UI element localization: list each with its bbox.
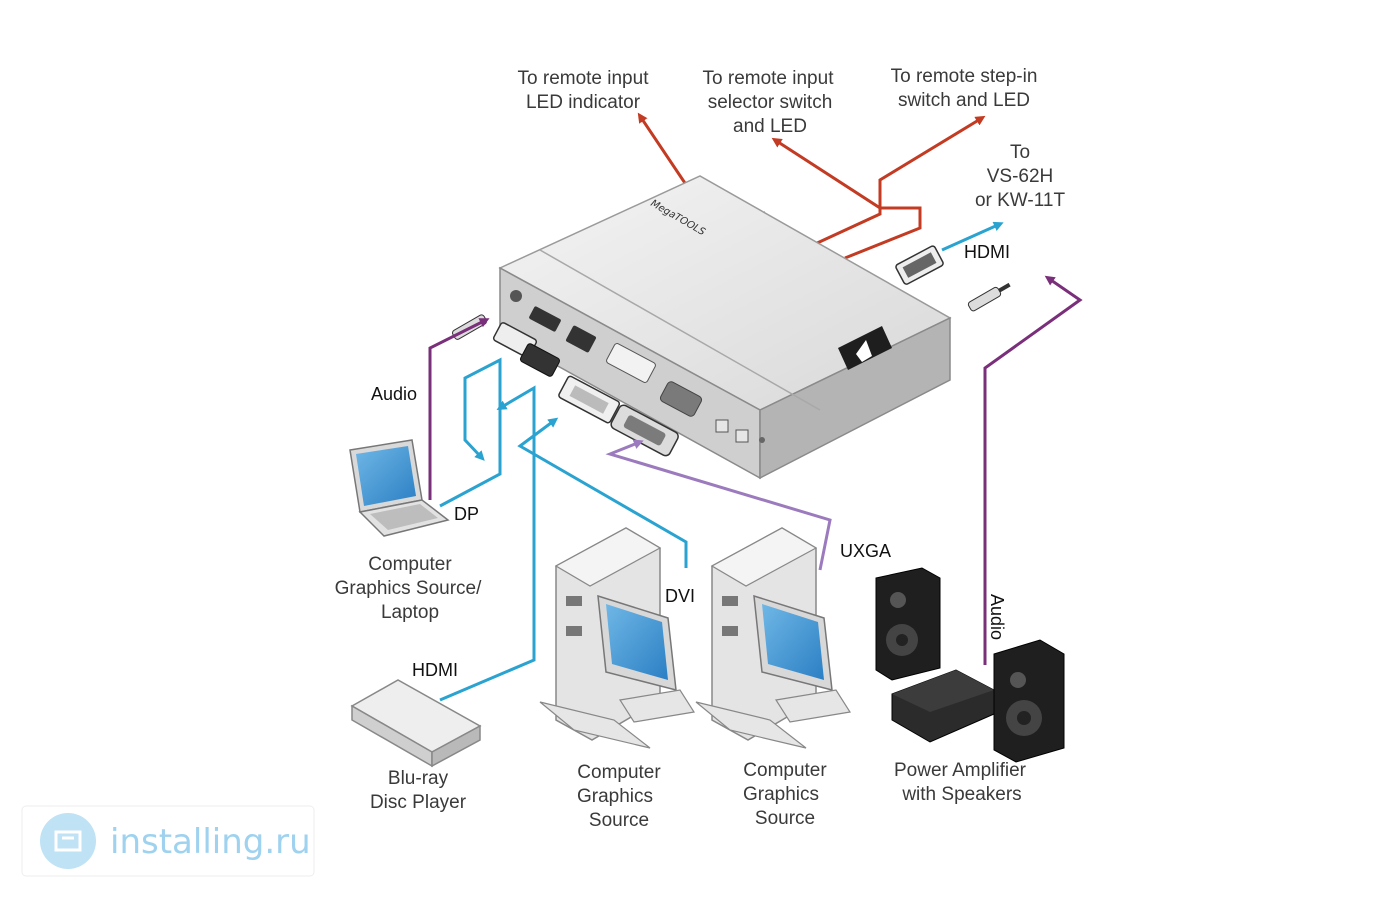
dvi-input xyxy=(517,375,688,568)
hdmi-input xyxy=(439,343,561,702)
vga-input xyxy=(605,404,832,571)
button-2 xyxy=(735,429,749,443)
computer-1-icon xyxy=(539,527,695,749)
label-remote-stepin: To remote step-in switch and LED xyxy=(891,66,1038,111)
label-bluray: Blu-ray Disc Player xyxy=(370,768,467,813)
watermark: installing.ru xyxy=(21,805,315,877)
label-hdmi-in: HDMI xyxy=(412,660,458,680)
hdmi-in-plug-icon xyxy=(519,343,561,377)
svg-text:Blu-ray: Blu-ray xyxy=(388,768,449,789)
computer-2-icon xyxy=(695,527,851,749)
line-dvi xyxy=(517,417,688,568)
label-audio-in: Audio xyxy=(371,384,417,404)
vga-port xyxy=(659,381,703,417)
svg-text:Computer: Computer xyxy=(368,554,452,575)
svg-text:VS-62H: VS-62H xyxy=(987,166,1054,187)
svg-text:Source: Source xyxy=(589,810,649,831)
label-pc2: Computer Graphics Source xyxy=(743,760,827,829)
label-laptop: Computer Graphics Source/ Laptop xyxy=(335,554,483,623)
amplifier-speakers-icon xyxy=(875,567,1065,763)
svg-text:switch and LED: switch and LED xyxy=(898,90,1030,111)
svg-text:Power Amplifier: Power Amplifier xyxy=(894,760,1027,781)
label-audio-out: Audio xyxy=(987,594,1007,640)
kramer-logo-icon xyxy=(838,326,892,370)
dvi-plug-icon xyxy=(558,375,621,424)
svg-text:To: To xyxy=(1010,142,1030,163)
svg-text:Source: Source xyxy=(755,808,815,829)
label-pc1: Computer Graphics Source xyxy=(577,762,661,831)
scaler-device: MegaTOOLS xyxy=(498,175,952,480)
svg-text:Computer: Computer xyxy=(577,762,661,783)
svg-text:Graphics Source/: Graphics Source/ xyxy=(335,578,483,599)
svg-text:or KW-11T: or KW-11T xyxy=(975,190,1065,211)
laptop-icon xyxy=(349,439,450,537)
line-hdmi-in xyxy=(439,385,536,702)
svg-text:Laptop: Laptop xyxy=(381,602,439,623)
svg-text:To remote step-in: To remote step-in xyxy=(891,66,1038,87)
line-audio-out xyxy=(983,275,1083,665)
dvi-port xyxy=(606,343,656,383)
label-to-vs: To VS-62H or KW-11T xyxy=(975,142,1065,211)
svg-text:To remote input: To remote input xyxy=(518,68,650,89)
svg-text:Computer: Computer xyxy=(743,760,827,781)
line-remote-stepin xyxy=(844,115,986,260)
label-amp: Power Amplifier with Speakers xyxy=(894,760,1027,805)
hdmi-port xyxy=(529,306,561,332)
svg-text:and LED: and LED xyxy=(733,116,807,137)
line-dp xyxy=(439,357,502,508)
label-dp: DP xyxy=(454,504,479,524)
label-hdmi-out: HDMI xyxy=(964,242,1010,262)
label-remote-selector: To remote input selector switch and LED xyxy=(703,68,835,137)
svg-text:with Speakers: with Speakers xyxy=(901,784,1021,805)
dp-port xyxy=(566,325,596,353)
audio-plug-icon xyxy=(967,282,1011,312)
audio-jack-port xyxy=(510,290,522,302)
audio-input xyxy=(428,314,490,500)
svg-text:Graphics: Graphics xyxy=(577,786,653,807)
line-hdmi-out xyxy=(941,221,1004,252)
dp-input xyxy=(439,322,538,508)
svg-text:LED indicator: LED indicator xyxy=(526,92,641,113)
watermark-logo-icon xyxy=(40,813,96,869)
led-indicator xyxy=(759,437,765,443)
audio-output xyxy=(967,275,1083,665)
line-audio-in xyxy=(428,318,490,500)
line-uxga xyxy=(605,439,832,571)
svg-text:Graphics: Graphics xyxy=(743,784,819,805)
svg-text:Disc Player: Disc Player xyxy=(370,792,467,813)
watermark-text: installing.ru xyxy=(110,822,311,862)
label-uxga: UXGA xyxy=(840,541,891,561)
line-remote-selector xyxy=(771,137,882,246)
button-1 xyxy=(715,419,729,433)
label-dvi: DVI xyxy=(665,586,695,606)
svg-text:selector switch: selector switch xyxy=(708,92,833,113)
bluray-player-icon xyxy=(350,679,482,768)
hdmi-plug-icon xyxy=(895,245,944,285)
hdmi-output xyxy=(895,221,1004,285)
label-remote-input-led: To remote input LED indicator xyxy=(518,68,650,113)
svg-text:To remote input: To remote input xyxy=(703,68,835,89)
